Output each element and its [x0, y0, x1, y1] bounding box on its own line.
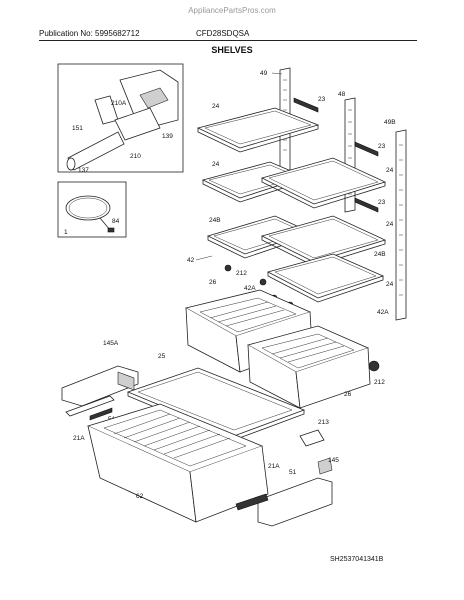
filter-housing-inset	[57, 63, 184, 173]
tube-fitting-84	[107, 227, 115, 233]
crisper-cover-25	[126, 367, 306, 441]
label-1: 1	[64, 229, 68, 236]
crisper-drawer-26-right	[246, 325, 371, 409]
label-151: 151	[72, 125, 83, 132]
label-48: 48	[338, 91, 346, 98]
label-21a-a: 21A	[73, 435, 85, 442]
shelf-rail-48	[344, 97, 356, 213]
trim-23-a	[293, 97, 319, 113]
label-24-1: 24	[212, 103, 220, 110]
clip-212-a	[224, 264, 232, 272]
label-213: 213	[318, 419, 329, 426]
label-62: 62	[136, 493, 144, 500]
label-25: 25	[158, 353, 166, 360]
label-24-2: 24	[212, 161, 220, 168]
model-number: CFD28SDQSA	[196, 29, 250, 38]
label-49: 49	[260, 70, 268, 77]
filter-bracket-210	[114, 107, 161, 141]
glass-shelf-24-1	[196, 107, 320, 153]
freezer-drawer-62	[86, 403, 269, 523]
label-24b: 24B	[209, 217, 221, 224]
label-84: 84	[112, 218, 120, 225]
label-139: 139	[162, 133, 173, 140]
label-210: 210	[130, 153, 141, 160]
label-49b: 49B	[384, 119, 396, 126]
filter-cap	[66, 157, 76, 171]
label-24-4: 24	[386, 221, 394, 228]
rail-cover-51	[89, 407, 113, 421]
label-23-b: 23	[378, 143, 386, 150]
label-137: 137	[78, 167, 89, 174]
glass-shelf-24-3	[260, 157, 387, 209]
label-23-c: 23	[378, 199, 386, 206]
trim-23-b	[354, 141, 379, 157]
tube-coil	[65, 195, 111, 221]
label-42a: 42A	[244, 285, 256, 292]
tube-coil-inner	[68, 197, 108, 219]
label-212-a: 212	[236, 270, 247, 277]
slide-rail-145	[235, 457, 333, 527]
diagram-code: SH2537041341B	[330, 556, 384, 563]
divider-213	[299, 429, 325, 447]
shelf-rail-49b	[395, 129, 407, 321]
publication-number: Publication No: 5995682712	[39, 29, 140, 38]
label-24b-2: 24B	[374, 251, 386, 258]
label-212-c: 212	[374, 379, 385, 386]
slide-rail-145a	[61, 365, 139, 417]
label-42-a: 42	[187, 257, 195, 264]
filter-valve	[139, 87, 169, 109]
label-51-b: 51	[289, 469, 297, 476]
glass-shelf-24b-2	[266, 253, 385, 303]
label-23-a: 23	[318, 96, 326, 103]
section-title: SHELVES	[211, 45, 253, 55]
label-145a: 145A	[103, 340, 119, 347]
clip-212-b	[259, 278, 267, 286]
label-26-right: 26	[344, 391, 352, 398]
water-tube-inset	[57, 181, 127, 238]
inset-frame-filter	[57, 63, 184, 173]
label-24-3: 24	[386, 167, 394, 174]
header-rule	[39, 40, 417, 41]
label-21a-b: 21A	[268, 463, 280, 470]
filter-cartridge-137	[67, 131, 125, 171]
label-210a: 210A	[111, 100, 127, 107]
label-24-5: 24	[386, 281, 394, 288]
trim-23-c	[354, 197, 379, 213]
clip-212-e	[368, 360, 380, 372]
inset-frame-tube	[57, 181, 127, 238]
label-145: 145	[328, 457, 339, 464]
watermark: ApplianceParts­Pros.com	[188, 6, 276, 15]
label-42a-b: 42A	[377, 309, 389, 316]
label-26-left: 26	[209, 279, 217, 286]
